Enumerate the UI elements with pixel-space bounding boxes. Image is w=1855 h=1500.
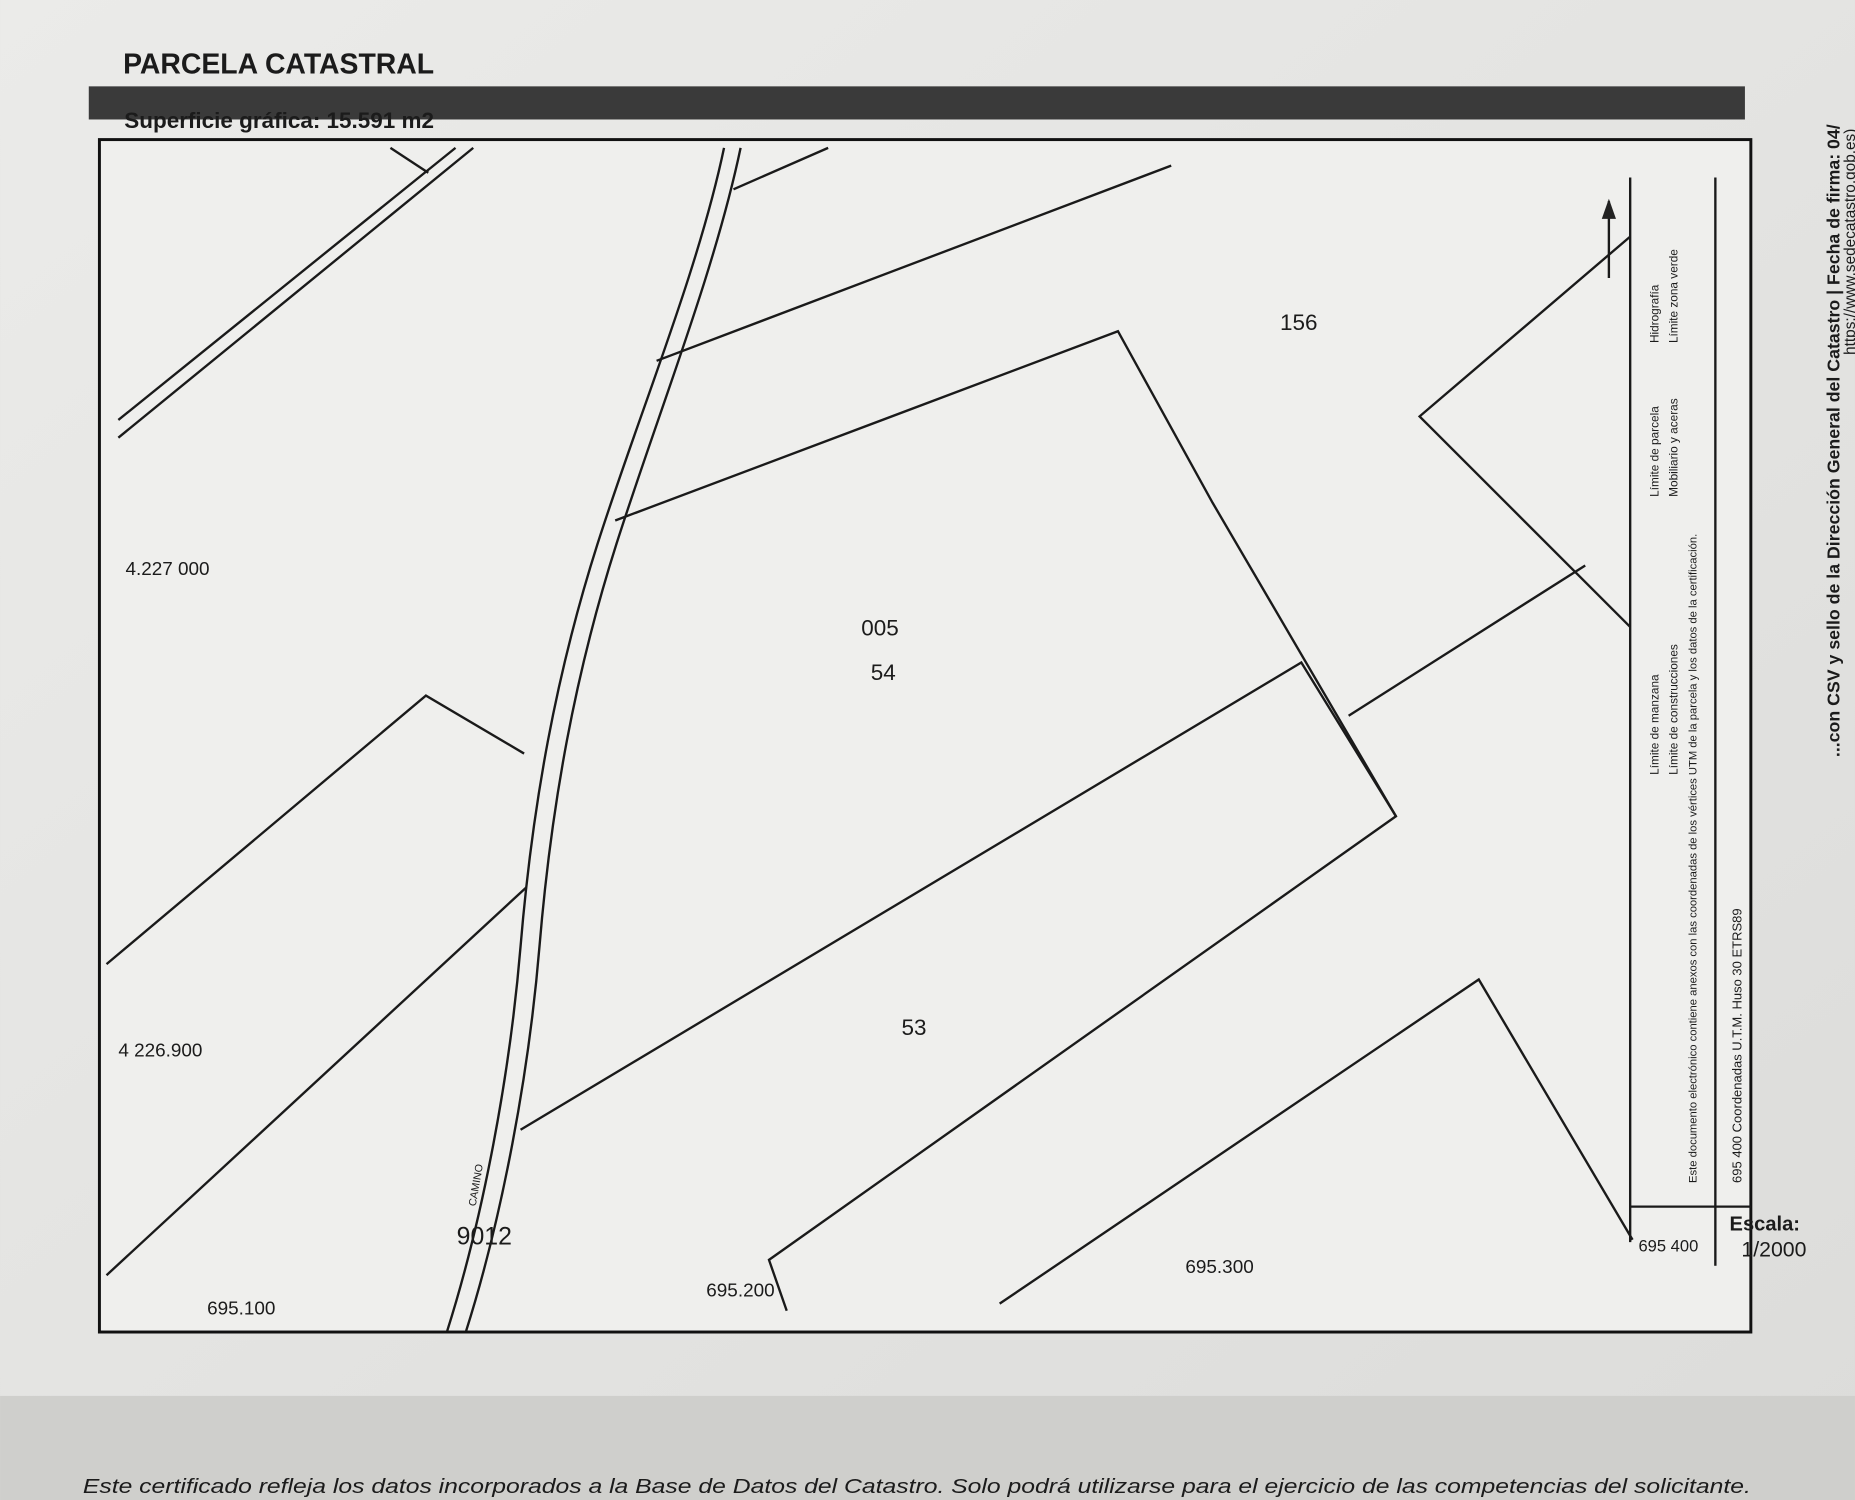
legend-item: Hidrografía — [1648, 284, 1662, 343]
parcel-label: 005 — [861, 615, 899, 640]
parcel-label: 9012 — [457, 1223, 512, 1250]
scale-label: Escala: — [1730, 1213, 1800, 1235]
legend-item: Mobiliario y aceras — [1667, 398, 1681, 497]
parcel-lines — [105, 146, 1634, 1312]
surface-label: Superficie gráfica: 15.591 m2 — [124, 108, 434, 133]
scale-value: 1/2000 — [1741, 1237, 1806, 1261]
north-arrow-icon — [1601, 198, 1616, 278]
signature-info: ...con CSV y sello de la Dirección Gener… — [1824, 124, 1844, 757]
coord-label: 695.200 — [706, 1281, 774, 1302]
verification-url: https://www.sedecatastro.gob.es) — [1842, 129, 1855, 355]
legend-item: Límite de manzana — [1648, 674, 1662, 775]
footer-disclaimer: Este certificado refleja los datos incor… — [83, 1475, 1751, 1498]
map-frame — [97, 138, 1753, 1334]
coord-label: 695.300 — [1185, 1257, 1253, 1278]
page-title: PARCELA CATASTRAL — [123, 48, 434, 80]
parcel-label: 53 — [901, 1015, 926, 1040]
legend-item: Límite de parcela — [1648, 406, 1662, 497]
road-camino — [446, 147, 742, 1332]
coord-system: 695 400 Coordenadas U.T.M. Huso 30 ETRS8… — [1729, 908, 1744, 1183]
coord-label: 695 400 — [1638, 1237, 1698, 1256]
legend: Límite de manzana Límite de parcela Hidr… — [1648, 249, 1745, 1183]
legend-item: Límite de construcciones — [1667, 644, 1681, 775]
legend-note: Este documento electrónico contiene anex… — [1687, 534, 1699, 1183]
coord-label: 4.227 000 — [125, 559, 209, 580]
legend-item: Límite zona verde — [1667, 249, 1681, 343]
coord-label: 695.100 — [207, 1298, 275, 1319]
parcel-label: 54 — [871, 660, 896, 685]
parcel-label: 156 — [1280, 310, 1317, 335]
coord-label: 4 226.900 — [118, 1040, 202, 1061]
title-bar — [88, 86, 1745, 120]
